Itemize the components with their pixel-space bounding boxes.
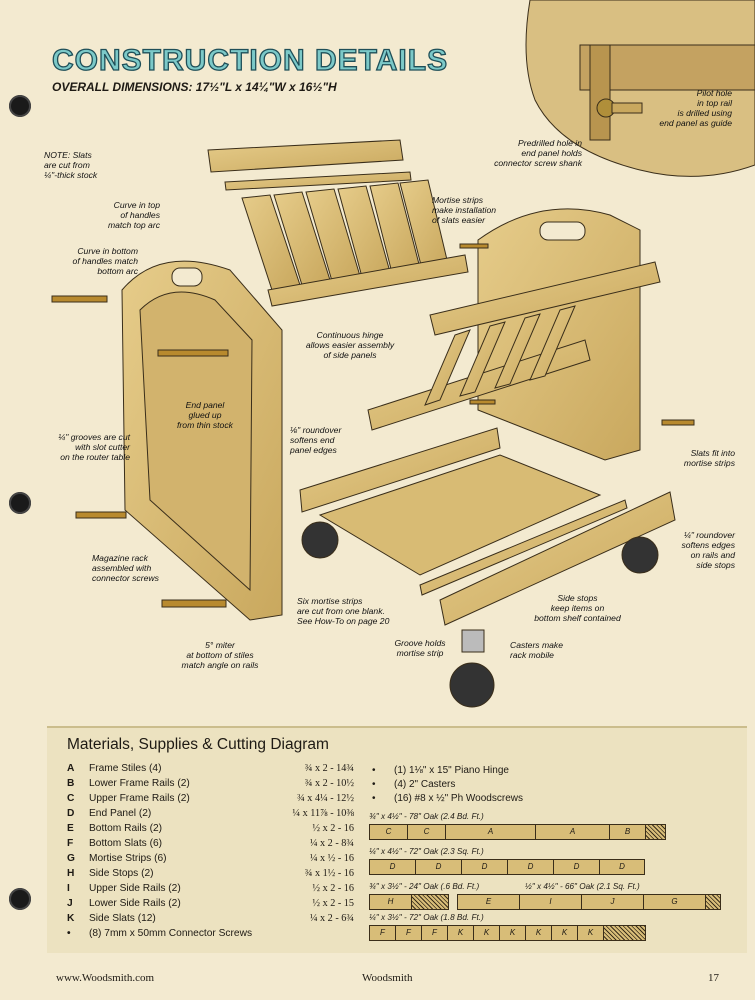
- board-label: ½" x 4½" - 66" Oak (2.1 Sq. Ft.): [525, 882, 640, 891]
- binder-hole: [9, 888, 31, 910]
- hardware-item: •(16) #8 x ½" Ph Woodscrews: [372, 793, 523, 804]
- board-segment: F: [422, 926, 448, 940]
- board-segment: F: [396, 926, 422, 940]
- slats-fit-callout: Slats fit into mortise strips: [683, 448, 735, 468]
- mortise-strip-part: [224, 171, 412, 191]
- waste-segment: [646, 825, 665, 839]
- exploded-view-illustration: [51, 0, 755, 708]
- board-segment: K: [578, 926, 604, 940]
- groove-holds-callout: Groove holds mortise strip: [394, 638, 446, 658]
- board-segment: D: [508, 860, 554, 874]
- pilot-hole-callout: Pilot hole in top rail is drilled using …: [659, 88, 732, 128]
- board-segment: J: [582, 895, 644, 909]
- hardware-item: •(1) 1⅛" x 15" Piano Hinge: [372, 765, 509, 776]
- board-segment: F: [370, 926, 396, 940]
- roundover-rails-callout: ¼" roundover softens edges on rails and …: [681, 530, 735, 570]
- curve-bottom-callout: Curve in bottom of handles match bottom …: [72, 246, 138, 276]
- end-panel-callout: End panel glued up from thin stock: [177, 400, 233, 430]
- board-segment: K: [474, 926, 500, 940]
- waste-segment: [706, 895, 720, 909]
- board-segment: D: [370, 860, 416, 874]
- board-segment: A: [536, 825, 610, 839]
- board-segment: I: [520, 895, 582, 909]
- miter-callout: 5° miter at bottom of stiles match angle…: [181, 640, 259, 670]
- board-segment: K: [526, 926, 552, 940]
- waste-segment: [604, 926, 645, 940]
- material-row: •(8) 7mm x 50mm Connector Screws: [67, 928, 253, 939]
- board-label: ¾" x 3½" - 24" Oak (.6 Bd. Ft.): [369, 882, 480, 891]
- board-segment: K: [500, 926, 526, 940]
- cutting-board: E I J G: [457, 894, 721, 910]
- board-segment: A: [446, 825, 536, 839]
- board-segment: B: [610, 825, 646, 839]
- bottom-shelf-part: [299, 427, 676, 626]
- board-segment: D: [554, 860, 600, 874]
- board-segment: K: [552, 926, 578, 940]
- roundover-end-callout: ⅛" roundover softens end panel edges: [290, 425, 342, 455]
- curve-top-callout: Curve in top of handles match top arc: [107, 200, 160, 230]
- materials-title: Materials, Supplies & Cutting Diagram: [67, 736, 329, 753]
- grooves-callout: ¼" grooves are cut with slot cutter on t…: [58, 432, 130, 462]
- board-segment: D: [619, 862, 625, 871]
- binder-hole: [9, 95, 31, 117]
- board-segment: D: [462, 860, 508, 874]
- board-label: ¾" x 4½" - 78" Oak (2.4 Bd. Ft.): [369, 812, 484, 821]
- inset-detail-view: [525, 0, 755, 177]
- note-callout: NOTE: Slats are cut from ¼"-thick stock: [44, 150, 98, 180]
- screws-part: [51, 243, 695, 608]
- top-rail-part: [207, 139, 404, 173]
- board-label: ¼" x 3½" - 72" Oak (1.8 Bd. Ft.): [369, 913, 484, 922]
- magazine-rack-callout: Magazine rack assembled with connector s…: [92, 553, 159, 583]
- cutting-board: D D D D D D: [369, 859, 645, 875]
- side-frame-part: [367, 261, 661, 431]
- casters-part: [301, 521, 659, 708]
- casters-callout: Casters make rack mobile: [510, 640, 564, 660]
- board-segment: E: [458, 895, 520, 909]
- board-segment: C: [408, 825, 446, 839]
- six-strips-callout: Six mortise strips are cut from one blan…: [297, 596, 390, 626]
- page-title: CONSTRUCTION DETAILS: [51, 43, 449, 77]
- footer-magazine: Woodsmith: [362, 972, 413, 984]
- board-segment: H: [370, 895, 412, 909]
- page-number: 17: [708, 972, 719, 984]
- mortise-strips-callout: Mortise strips make installation of slat…: [432, 195, 497, 225]
- side-stops-callout: Side stops keep items on bottom shelf co…: [534, 593, 621, 623]
- board-label: ¼" x 4½" - 72" Oak (2.3 Sq. Ft.): [369, 847, 484, 856]
- binder-hole: [9, 492, 31, 514]
- side-slats-part: [241, 179, 469, 307]
- hinge-callout: Continuous hinge allows easier assembly …: [305, 330, 395, 360]
- cutting-board: H: [369, 894, 449, 910]
- board-segment: G: [644, 895, 706, 909]
- cutting-board: F F F K K K K K K: [369, 925, 646, 941]
- board-segment: C: [370, 825, 408, 839]
- cutting-board: C C A A B: [369, 824, 666, 840]
- footer-url[interactable]: www.Woodsmith.com: [56, 972, 155, 984]
- hardware-item: •(4) 2" Casters: [372, 779, 456, 790]
- waste-segment: [412, 895, 448, 909]
- board-segment: K: [448, 926, 474, 940]
- overall-dimensions: OVERALL DIMENSIONS: 17½"L x 14¼"W x 16½"…: [52, 80, 337, 94]
- board-segment: D: [416, 860, 462, 874]
- predrilled-callout: Predrilled hole in end panel holds conne…: [494, 138, 582, 168]
